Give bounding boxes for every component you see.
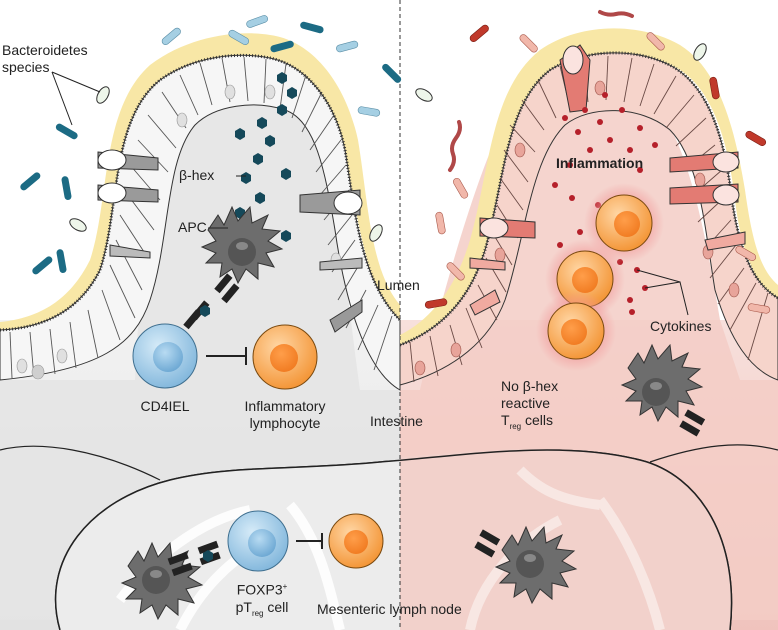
treg-t: T <box>501 412 510 428</box>
treg-cells-line: Treg cells <box>501 412 558 435</box>
foxp3-line: FOXP3+ <box>212 578 312 599</box>
bacteroidetes-label-line1: Bacteroidetes <box>2 42 88 58</box>
intestine-label: Intestine <box>370 413 423 429</box>
cytokines-pointer <box>636 269 689 316</box>
apc-right <box>620 343 704 423</box>
inhibition-arrow-1 <box>206 347 247 365</box>
inflamed-lymphocytes <box>536 183 664 371</box>
ptreg-line: pTreg cell <box>212 599 312 622</box>
bacteria <box>20 10 771 314</box>
inflammatory-lymphocyte-line2: lymphocyte <box>249 415 321 431</box>
foxp3-label: FOXP3+ pTreg cell <box>212 578 312 621</box>
apc-lymph-right <box>494 525 578 605</box>
mhc-tcr-receptors <box>167 273 706 577</box>
no-bhex-line1: No β-hex <box>501 378 559 394</box>
apc-lymph-left <box>120 541 204 621</box>
foxp3-text: FOXP3 <box>236 581 283 598</box>
inhibition-arrow-2 <box>296 533 323 549</box>
inflammatory-lymphocyte-label: Inflammatory lymphocyte <box>230 398 340 432</box>
treg-sub: reg <box>509 421 522 431</box>
inflammatory-lymphocyte-line1: Inflammatory <box>244 398 326 414</box>
apc-label: APC <box>178 219 207 235</box>
bacteroidetes-label-line2: species <box>2 59 50 75</box>
treg-rest: cells <box>521 412 554 428</box>
cd4iel-label: CD4IEL <box>140 398 190 414</box>
bhex-molecules <box>235 72 297 242</box>
foxp3-sup: + <box>282 582 288 591</box>
bacteroidetes-label: Bacteroidetes species <box>2 42 88 76</box>
mesenteric-label: Mesenteric lymph node <box>317 601 462 617</box>
goblet-cells-left <box>97 149 363 333</box>
cd4iel-cell <box>132 323 198 389</box>
left-epithelium <box>0 33 402 391</box>
no-bhex-line2: reactive <box>501 395 551 411</box>
goblet-cells-right <box>469 44 746 316</box>
right-epithelium <box>399 28 778 386</box>
label-pointers <box>51 71 228 229</box>
inflammation-label: Inflammation <box>556 155 644 171</box>
cytokines-label: Cytokines <box>650 318 712 334</box>
ptreg-p: pT <box>235 598 252 615</box>
ptreg-sub: reg <box>251 608 264 618</box>
lumen-label: Lumen <box>377 277 420 293</box>
apc-left <box>200 205 284 285</box>
bhex-label: β-hex <box>179 167 215 183</box>
inflammatory-lymphocyte-cell <box>252 324 318 390</box>
lymph-lymphocyte-cell <box>328 513 384 569</box>
ptreg-cell <box>227 510 289 572</box>
no-bhex-label: No β-hex reactive Treg cells <box>501 378 558 435</box>
ptreg-rest: cell <box>263 598 289 615</box>
